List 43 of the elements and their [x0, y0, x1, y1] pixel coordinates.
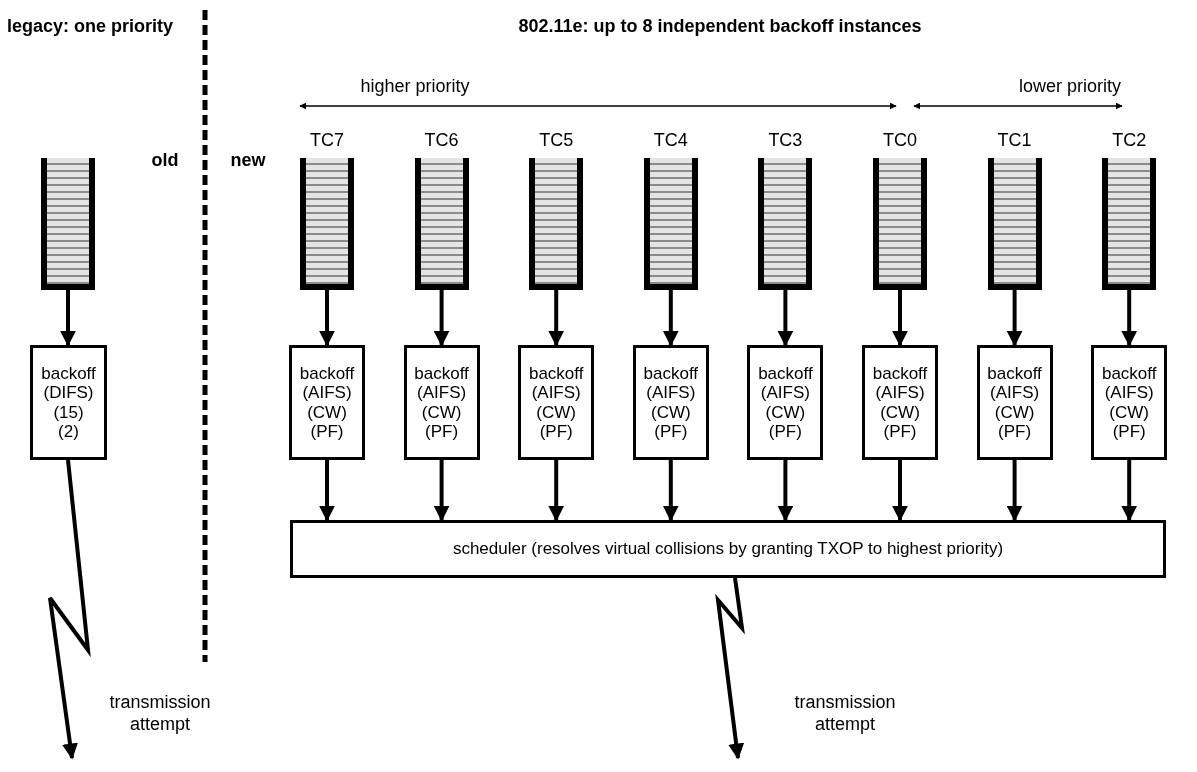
queue-label: TC0: [882, 130, 918, 151]
backoff-box: backoff (DIFS) (15) (2): [30, 345, 107, 460]
arrow: [60, 290, 76, 347]
arrow: [662, 460, 679, 522]
backoff-box: backoff (AIFS) (CW) (PF): [403, 345, 480, 460]
priority-label: higher priority: [359, 76, 471, 97]
arrow: [892, 460, 908, 522]
arrow: [319, 290, 335, 347]
queue-label: TC7: [309, 130, 345, 151]
backoff-box: backoff (AIFS) (CW) (PF): [632, 345, 709, 460]
backoff-box: backoff (AIFS) (CW) (PF): [518, 345, 595, 460]
arrow: [1006, 460, 1023, 522]
transmission-arrow: [48, 459, 91, 760]
label: old: [150, 150, 180, 171]
scheduler-box: scheduler (resolves virtual collisions by granting TXOP to highest priority): [290, 520, 1166, 578]
heading: 802.11e: up to 8 independent backoff instances: [517, 15, 923, 38]
arrow: [433, 290, 450, 347]
queue-label: TC3: [767, 130, 804, 151]
queue-label: TC4: [652, 130, 689, 151]
backoff-box: backoff (AIFS) (CW) (PF): [976, 345, 1053, 460]
arrow: [548, 290, 565, 347]
arrow: [319, 460, 335, 522]
backoff-box: backoff (AIFS) (CW) (PF): [862, 345, 938, 460]
queue-label: TC1: [996, 130, 1033, 151]
arrow: [662, 290, 679, 347]
arrow: [1121, 460, 1138, 522]
queue-label: TC2: [1111, 130, 1148, 151]
arrow: [433, 460, 450, 522]
arrow: [1006, 290, 1023, 347]
queue-label: TC6: [423, 130, 460, 151]
label: new: [229, 150, 267, 171]
transmission-arrow: [715, 577, 745, 760]
backoff-box: backoff (AIFS) (CW) (PF): [747, 345, 824, 460]
priority-label: lower priority: [1018, 76, 1122, 97]
queue-label: TC5: [538, 130, 575, 151]
arrow: [1121, 290, 1138, 347]
arrow: [777, 460, 794, 522]
arrow: [892, 290, 908, 347]
backoff-box: backoff (AIFS) (CW) (PF): [1091, 345, 1168, 460]
backoff-box: backoff (AIFS) (CW) (PF): [289, 345, 365, 460]
heading: legacy: one priority: [5, 15, 174, 38]
arrow: [777, 290, 794, 347]
arrow: [548, 460, 565, 522]
